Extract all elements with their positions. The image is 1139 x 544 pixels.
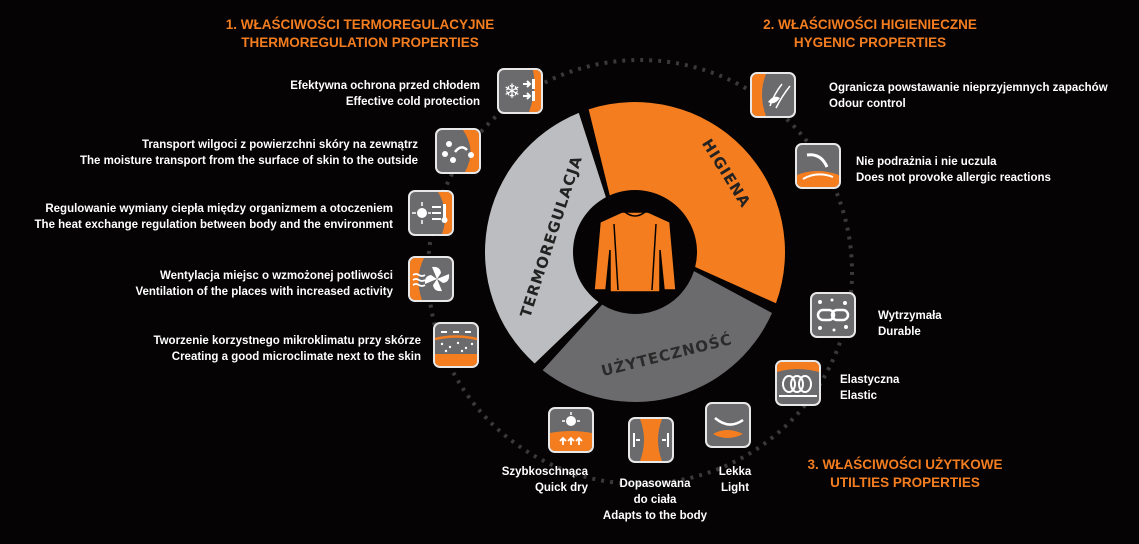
label-en: Elastic: [840, 390, 878, 402]
heading-utility: 3. WŁAŚCIWOŚCI UŻYTKOWE UTILTIES PROPERT…: [760, 456, 1050, 492]
label-en: Odour control: [829, 98, 906, 110]
heading-thermoregulation: 1. WŁAŚCIWOŚCI TERMOREGULACYJNE THERMORE…: [195, 16, 525, 52]
heading-en: THERMOREGULATION PROPERTIES: [241, 35, 479, 50]
feather-icon: [705, 402, 751, 448]
spring-coil-icon: [775, 360, 821, 406]
segment-termoregulacja: [485, 112, 606, 364]
thermo-item-4: Wentylacja miejsc o wzmożonej potliwości…: [135, 268, 393, 300]
label-pl-2: do ciała: [633, 494, 677, 506]
label-en: Adapts to the body: [602, 510, 708, 522]
label-en: The moisture transport from the surface …: [79, 155, 418, 167]
heading-en: UTILTIES PROPERTIES: [830, 475, 980, 490]
heading-pl: 2. WŁAŚCIWOŚCI HIGIENIECZNE: [763, 17, 977, 32]
label-pl: Dopasowana: [619, 478, 691, 490]
label-pl: Wentylacja miejsc o wzmożonej potliwości: [159, 270, 393, 282]
label-en: Quick dry: [534, 482, 588, 494]
heading-pl: 1. WŁAŚCIWOŚCI TERMOREGULACYJNE: [225, 17, 495, 32]
fan-icon: [408, 256, 454, 302]
segment-uzytecznosc: [542, 271, 773, 402]
thermal-shirt-icon: [593, 211, 677, 293]
body-fit-icon: [628, 417, 674, 463]
hand-feather-icon: [795, 143, 841, 189]
label-pl: Efektywna ochrona przed chłodem: [290, 80, 480, 92]
label-pl: Lekka: [718, 466, 752, 478]
label-pl: Ogranicza powstawanie nieprzyjemnych zap…: [829, 82, 1108, 94]
label-en: Creating a good microclimate next to the…: [171, 351, 421, 363]
label-pl: Transport wilgoci z powierzchni skóry na…: [141, 139, 418, 151]
leaf-odour-icon: [750, 72, 796, 118]
label-pl: Tworzenie korzystnego mikroklimatu przy …: [153, 335, 421, 347]
label-pl: Wytrzymała: [878, 310, 942, 322]
label-en: Ventilation of the places with increased…: [135, 286, 393, 298]
hygiene-item-1: Ogranicza powstawanie nieprzyjemnych zap…: [829, 80, 1108, 112]
label-pl: Regulowanie wymiany ciepła między organi…: [45, 203, 393, 215]
segment-higiena: [588, 102, 786, 304]
heading-en: HYGENIC PROPERTIES: [793, 35, 947, 50]
thermo-item-2: Transport wilgoci z powierzchni skóry na…: [80, 137, 418, 169]
label-en: The heat exchange regulation between bod…: [34, 219, 393, 231]
label-en: Light: [720, 482, 750, 494]
label-pl: Nie podrażnia i nie uczula: [856, 156, 997, 168]
label-en: Durable: [878, 326, 921, 338]
label-en: Does not provoke allergic reactions: [856, 172, 1051, 184]
heading-hygiene: 2. WŁAŚCIWOŚCI HIGIENIECZNE HYGENIC PROP…: [725, 16, 1015, 52]
microclimate-icon: [433, 322, 479, 368]
label-pl: Szybkoschnąca: [501, 466, 588, 478]
quick-dry-sun-icon: [548, 407, 594, 453]
thermo-item-5: Tworzenie korzystnego mikroklimatu przy …: [153, 333, 421, 365]
dotted-orbit: [426, 58, 854, 486]
heading-pl: 3. WŁAŚCIWOŚCI UŻYTKOWE: [807, 457, 1003, 472]
moisture-drops-icon: [435, 128, 481, 174]
sun-thermometer-icon: [408, 190, 454, 236]
label-pl: Elastyczna: [840, 374, 900, 386]
chain-link-icon: [810, 292, 856, 338]
thermo-item-3: Regulowanie wymiany ciepła między organi…: [35, 201, 393, 233]
snowflake-icon: ❄: [497, 68, 543, 114]
svg-text:❄: ❄: [504, 81, 521, 103]
label-en: Effective cold protection: [345, 96, 480, 108]
